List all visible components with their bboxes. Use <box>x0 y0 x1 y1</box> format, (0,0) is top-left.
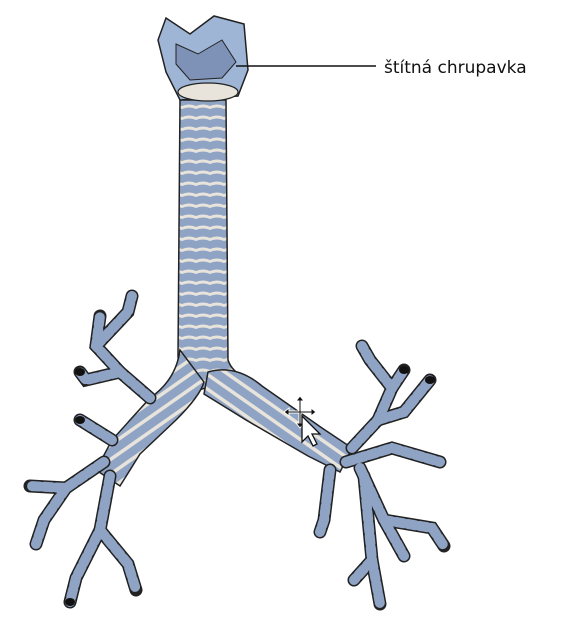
thyroid-cartilage <box>158 16 248 101</box>
label-thyroid-cartilage: štítná chrupavka <box>384 58 527 78</box>
right-bronchial-branches <box>320 346 444 604</box>
trachea <box>178 100 246 392</box>
right-main-bronchus <box>204 370 352 472</box>
